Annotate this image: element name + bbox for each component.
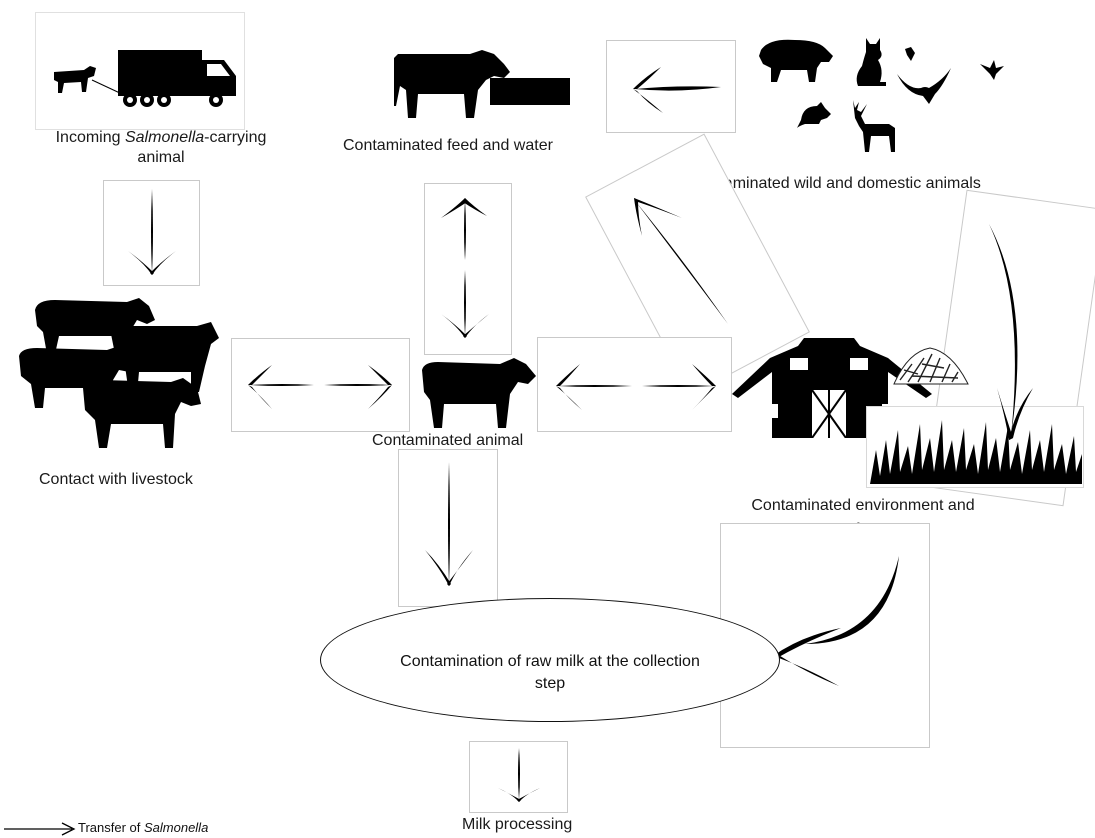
raw-milk-label: Contamination of raw milk at the collect… (400, 653, 700, 692)
arrow-livestock-animal-bidirectional (231, 338, 410, 432)
arrow-wild-to-feed (606, 40, 736, 133)
livestock-contact-label: Contact with livestock (39, 471, 193, 488)
wild-domestic-label: Contaminated wild and domestic animals (690, 175, 981, 192)
deer-icon (845, 98, 903, 154)
feed-water-label: Contaminated feed and water (343, 137, 553, 154)
bird-icon (903, 45, 917, 63)
cow-at-trough-icon (386, 46, 576, 120)
legend-salmonella-term: Salmonella (143, 820, 209, 835)
arrow-raw-milk-to-processing (469, 741, 568, 813)
incoming-animal-label: Incoming Salmonella-carrying (55, 129, 267, 146)
milk-processing-label: Milk processing (462, 816, 573, 833)
truck-with-cow-icon (50, 46, 240, 114)
arrow-incoming-to-livestock (103, 180, 200, 286)
cat-icon (852, 36, 886, 88)
salmonella-term: Salmonella (124, 129, 205, 146)
contaminated-animal-label: Contaminated animal (372, 432, 524, 449)
bird-icon (895, 66, 953, 106)
mouse-icon (797, 100, 837, 128)
boar-icon (755, 36, 835, 84)
herd-of-cows-icon (15, 296, 225, 456)
arrow-animal-to-raw-milk (398, 449, 498, 607)
manure-pile-icon (888, 344, 972, 388)
incoming-animal-label-line2: animal (137, 149, 185, 166)
legend: Transfer of Salmonella (2, 820, 208, 836)
arrow-wild-to-environment (975, 210, 1065, 470)
bird-icon (978, 58, 1006, 82)
arrow-animal-environment-bidirectional (537, 337, 732, 432)
arrow-environment-to-wild (600, 180, 760, 340)
environment-label: Contaminated environment and (751, 497, 975, 514)
grass-icon (870, 410, 1082, 484)
legend-arrow-icon (4, 821, 76, 836)
arrow-feed-animal-bidirectional (424, 183, 512, 355)
raw-milk-contamination-node (320, 598, 780, 722)
cow-icon (418, 356, 538, 432)
